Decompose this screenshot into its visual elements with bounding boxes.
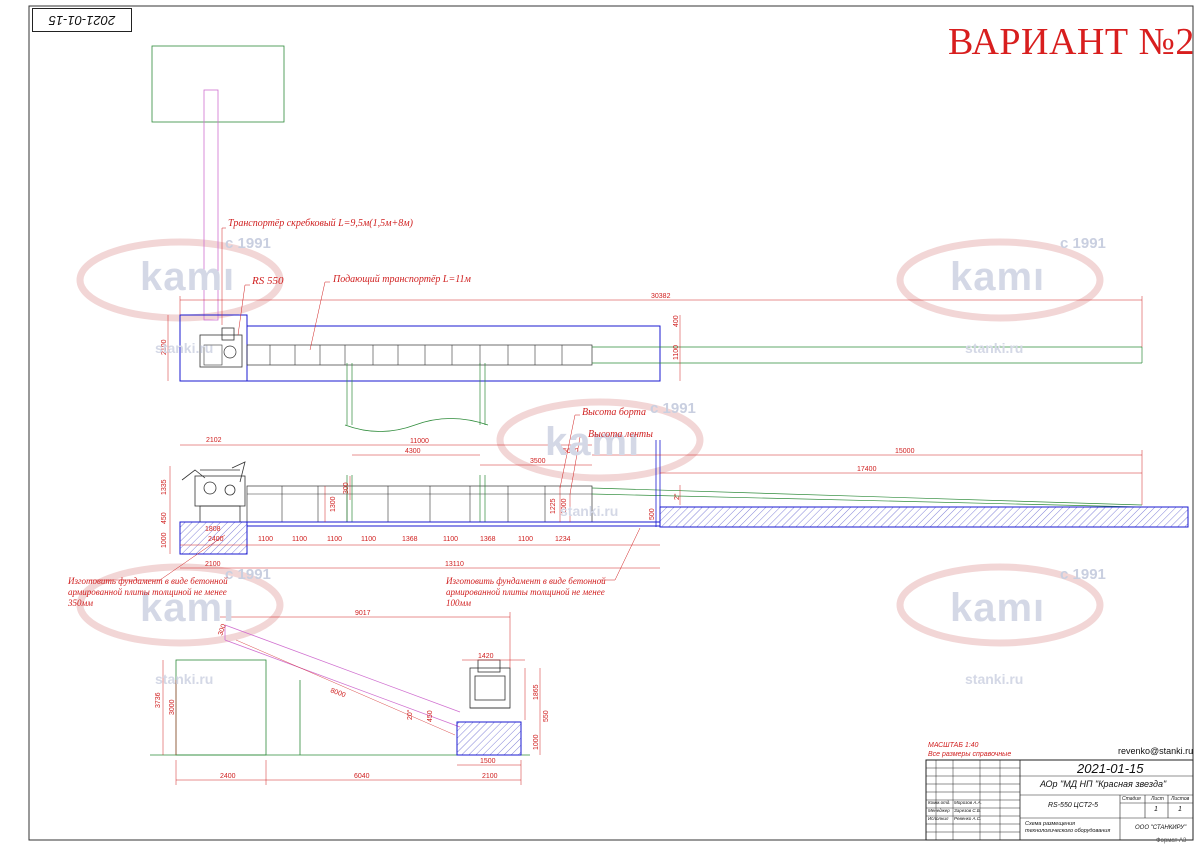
dim-20deg: 20° [406,709,414,720]
dim-incl-2400: 2400 [220,773,236,780]
dim-13110: 13110 [445,561,464,568]
dim-1865: 1865 [533,684,540,700]
tb-drawing-name: Схема размещения технологического оборуд… [1025,821,1111,834]
dim-seg-1: 1100 [292,536,307,543]
foundation-left [179,521,248,555]
tb-name-3: Ревенко А.С. [954,816,982,821]
tb-date: 2021-01-15 [1077,761,1144,776]
dim-seg-0: 1100 [258,536,273,543]
label-machine: RS 550 [252,275,284,287]
dim-seg-6: 1368 [480,536,496,543]
dim-incl-1000: 1000 [533,734,540,750]
foundation-right [659,506,1189,528]
dim-2100: 2100 [205,561,221,568]
tb-model: RS-550 ЦСТ2-5 [1048,802,1098,809]
dim-550: 550 [543,710,550,722]
scale-note: МАСШТАБ 1:40 Все размеры справочные [928,741,1011,759]
title-block [925,759,1194,841]
tb-sheets-num: 1 [1178,806,1182,813]
tb-name-1: Морозов А.А. [954,800,982,805]
tb-name-2: Зарезов С.Б. [954,808,982,813]
dim-1808: 1808 [205,526,221,533]
tb-sheets-label: Листов [1171,796,1190,802]
sheet-frame [28,5,1194,841]
dim-1500: 1500 [480,758,496,765]
dim-top-height: 2100 [161,339,168,355]
dim-1420: 1420 [478,653,494,660]
dim-top-total: 30382 [651,293,671,300]
dim-incl-450: 450 [427,710,434,722]
dim-2deg: 2° [673,493,681,500]
dimension-labels: 30382 2100 400 1100 2102 11000 4300 3500… [155,293,915,780]
scraper-conveyor [203,89,219,321]
dim-1000b: 1000 [561,498,568,514]
dim-4300: 4300 [405,448,421,455]
dim-incl-300: 300 [217,623,228,636]
dim-seg-7: 1100 [518,536,533,543]
dim-3736: 3736 [155,692,162,708]
dim-6040: 6040 [354,773,370,780]
dim-top-right-b: 1100 [673,345,680,360]
dim-1000: 1000 [161,532,168,548]
tb-sheet-label: Лист [1151,796,1164,802]
dim-seg-4: 1368 [402,536,418,543]
dim-15000: 15000 [895,448,915,455]
dim-11000: 11000 [410,438,429,445]
label-feed-conveyor: Подающий транспортёр L=11м [333,274,471,285]
label-side-height: Высота борта [582,407,647,418]
dim-300: 300 [343,482,350,494]
side-view [90,414,1189,581]
label-belt-height: Высота ленты [588,429,653,440]
dim-17400: 17400 [857,466,877,473]
dim-top-right-a: 400 [673,315,680,327]
tb-role-2: Менеджер [928,808,950,813]
date-stamp: 2021-01-15 [32,8,132,32]
label-foundation-left: Изготовить фундамент в виде бетонной арм… [68,576,228,608]
contact-email: revenko@stanki.ru [1118,746,1194,756]
scale-value: МАСШТАБ 1:40 [928,742,979,749]
dim-2102: 2102 [206,437,222,444]
dim-5600: 5600 [563,448,579,455]
label-scraper-conveyor: Транспортёр скребковый L=9,5м(1,5м+8м) [228,218,413,229]
dim-450: 450 [161,512,168,524]
dim-3000: 3000 [169,699,176,715]
foundation-inclined [456,721,522,756]
tb-stage-label: Стадия [1122,796,1141,802]
dim-seg-5: 1100 [443,536,458,543]
dim-seg-3: 1100 [361,536,376,543]
machine-base-plan [179,314,248,382]
dim-seg-8: 1234 [555,536,571,543]
dim-8000: 8000 [329,687,346,699]
dim-incl-2100: 2100 [482,773,498,780]
dim-2400: 2400 [208,536,224,543]
label-foundation-right: Изготовить фундамент в виде бетонной арм… [446,576,606,608]
dim-1300: 1300 [330,496,337,512]
dim-9017: 9017 [355,610,371,617]
variant-title: ВАРИАНТ №2 [948,21,1195,63]
tb-company: ООО "СТАНКИРУ" [1135,825,1187,831]
dim-1225: 1225 [550,498,557,514]
top-view [151,45,1143,432]
scale-disclaimer: Все размеры справочные [928,751,1012,758]
dim-1335: 1335 [161,479,168,495]
tb-sheet-num: 1 [1154,806,1158,813]
dim-500: 500 [649,508,656,520]
feed-conveyor-plan [246,325,661,382]
dim-seg-2: 1100 [327,536,342,543]
tb-format: Формат А3 [1156,838,1187,844]
inclined-view [150,612,541,785]
tb-role-3: Исполнил [928,816,949,821]
dim-3500: 3500 [530,458,546,465]
tb-role-1: Комм.отд. [928,800,951,805]
tb-customer: АОр "МД НП "Красная звезда" [1040,779,1167,789]
